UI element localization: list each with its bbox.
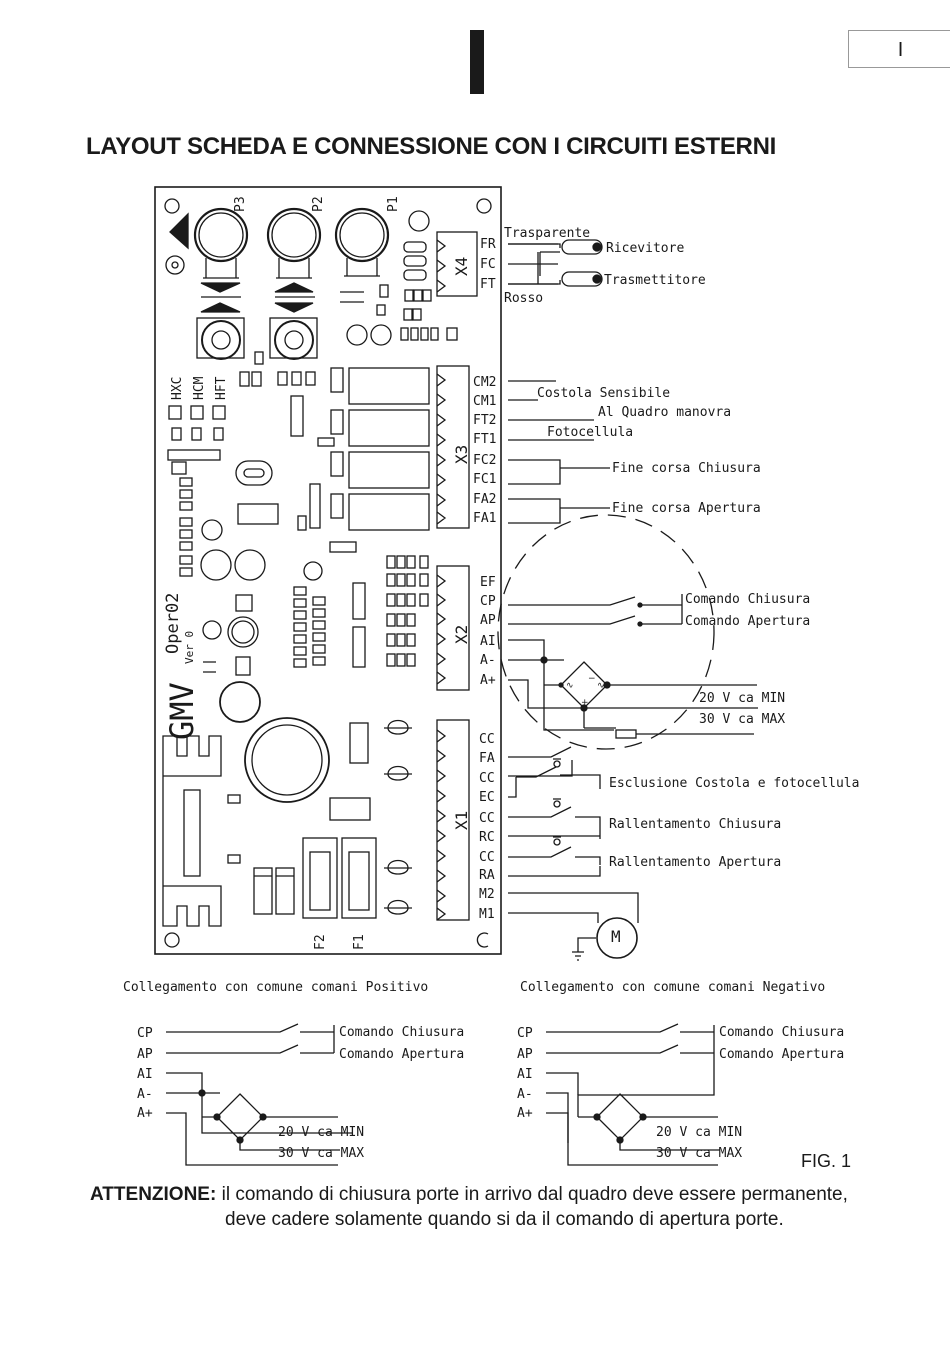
warning-line-1: il comando di chiusura porte in arrivo d… bbox=[221, 1184, 848, 1205]
bl-v-max: 30 V ca MAX bbox=[278, 1146, 364, 1161]
board-labels: P3 P2 P1 HXC HCM HFT Oper02 Ver 0 GMV F2… bbox=[163, 196, 496, 950]
br-term-ai: AI bbox=[517, 1067, 533, 1082]
label-costola: Costola Sensibile bbox=[537, 386, 670, 401]
label-fc-apertura: Fine corsa Apertura bbox=[612, 501, 761, 516]
label-rall-apertura: Rallentamento Apertura bbox=[609, 855, 781, 870]
bl-term-aminus: A- bbox=[137, 1087, 153, 1102]
connector-label-x2: X2 bbox=[452, 625, 471, 644]
term-x2-1: CP bbox=[480, 594, 496, 609]
label-trasmettitore: Trasmettitore bbox=[604, 273, 706, 288]
term-x2-4: A- bbox=[480, 653, 496, 668]
bl-term-ap: AP bbox=[137, 1047, 153, 1062]
diagram-negative-common bbox=[546, 1023, 720, 1166]
warning-label: ATTENZIONE: bbox=[90, 1184, 217, 1205]
term-x1-3: EC bbox=[479, 790, 495, 805]
svg-text:∿: ∿ bbox=[566, 681, 574, 691]
svg-text:−: − bbox=[588, 674, 596, 684]
term-x1-2: CC bbox=[479, 771, 495, 786]
svg-text:+: + bbox=[581, 698, 589, 708]
br-term-aminus: A- bbox=[517, 1087, 533, 1102]
diagram-positive-common bbox=[166, 1023, 352, 1166]
term-x3-2: FT2 bbox=[473, 413, 496, 428]
term-x3-0: CM2 bbox=[473, 375, 496, 390]
page-title: LAYOUT SCHEDA E CONNESSIONE CON I CIRCUI… bbox=[86, 133, 776, 160]
external-labels: Trasparente Rosso Ricevitore Trasmettito… bbox=[504, 226, 859, 946]
fuse-label-f1: F1 bbox=[352, 934, 367, 950]
bl-cmd-apertura: Comando Apertura bbox=[339, 1047, 464, 1062]
caption-negative: Collegamento con comune comani Negativo bbox=[520, 980, 825, 995]
bl-cmd-chiusura: Comando Chiusura bbox=[339, 1025, 464, 1040]
pot-label-p1: P1 bbox=[386, 196, 401, 212]
label-cmd-chiusura: Comando Chiusura bbox=[685, 592, 810, 607]
label-trasparente: Trasparente bbox=[504, 226, 590, 241]
term-x2-2: AP bbox=[480, 613, 496, 628]
figure-label: FIG. 1 bbox=[801, 1151, 852, 1171]
board-version: Ver 0 bbox=[183, 631, 196, 664]
label-fotocellula: Fotocellula bbox=[547, 425, 633, 440]
board-model: Oper02 bbox=[163, 593, 183, 654]
bl-term-aplus: A+ bbox=[137, 1106, 153, 1121]
term-x1-1: FA bbox=[479, 751, 495, 766]
br-cmd-chiusura: Comando Chiusura bbox=[719, 1025, 844, 1040]
circuit-board bbox=[154, 186, 502, 955]
label-quadro: Al Quadro manovra bbox=[598, 405, 731, 420]
term-x1-6: CC bbox=[479, 850, 495, 865]
term-x1-8: M2 bbox=[479, 887, 495, 902]
term-x2-0: EF bbox=[480, 575, 496, 590]
pot-label-p3: P3 bbox=[233, 196, 248, 212]
label-rosso: Rosso bbox=[504, 291, 543, 306]
br-term-cp: CP bbox=[517, 1026, 533, 1041]
led-label-hcm: HCM bbox=[192, 376, 207, 400]
connector-label-x4: X4 bbox=[452, 257, 471, 276]
caption-positive: Collegamento con comune comani Positivo bbox=[123, 980, 428, 995]
label-motor: M bbox=[611, 927, 621, 946]
term-x4-1: FC bbox=[480, 257, 496, 272]
connector-label-x1: X1 bbox=[452, 811, 471, 830]
section-letter-bar bbox=[470, 30, 484, 94]
term-x1-9: M1 bbox=[479, 907, 495, 922]
label-cmd-apertura: Comando Apertura bbox=[685, 614, 810, 629]
term-x1-7: RA bbox=[479, 868, 495, 883]
label-v-min: 20 V ca MIN bbox=[699, 691, 785, 706]
warning-note: ATTENZIONE: il comando di chiusura porte… bbox=[90, 1182, 890, 1232]
term-x1-0: CC bbox=[479, 732, 495, 747]
label-fc-chiusura: Fine corsa Chiusura bbox=[612, 461, 761, 476]
board-brand: GMV bbox=[163, 682, 201, 740]
term-x3-4: FC2 bbox=[473, 453, 496, 468]
br-v-max: 30 V ca MAX bbox=[656, 1146, 742, 1161]
bl-term-cp: CP bbox=[137, 1026, 153, 1041]
led-label-hft: HFT bbox=[214, 376, 229, 400]
label-ricevitore: Ricevitore bbox=[606, 241, 684, 256]
language-tab[interactable]: I bbox=[848, 30, 950, 68]
connector-label-x3: X3 bbox=[452, 445, 471, 464]
term-x4-2: FT bbox=[480, 277, 496, 292]
label-rall-chiusura: Rallentamento Chiusura bbox=[609, 817, 781, 832]
term-x1-5: RC bbox=[479, 830, 495, 845]
bl-term-ai: AI bbox=[137, 1067, 153, 1082]
term-x2-5: A+ bbox=[480, 673, 496, 688]
fuse-label-f2: F2 bbox=[313, 934, 328, 950]
br-term-ap: AP bbox=[517, 1047, 533, 1062]
term-x1-4: CC bbox=[479, 811, 495, 826]
br-v-min: 20 V ca MIN bbox=[656, 1125, 742, 1140]
term-x3-1: CM1 bbox=[473, 394, 496, 409]
term-x4-0: FR bbox=[480, 237, 496, 252]
svg-text:∿: ∿ bbox=[597, 681, 605, 691]
warning-line-2: deve cadere solamente quando si da il co… bbox=[225, 1209, 784, 1230]
led-label-hxc: HXC bbox=[170, 377, 185, 400]
term-x3-6: FA2 bbox=[473, 492, 496, 507]
term-x3-7: FA1 bbox=[473, 511, 496, 526]
term-x3-3: FT1 bbox=[473, 432, 496, 447]
label-esclusione: Esclusione Costola e fotocellula bbox=[609, 776, 859, 791]
external-wiring bbox=[497, 239, 758, 961]
pot-label-p2: P2 bbox=[311, 196, 326, 212]
label-v-max: 30 V ca MAX bbox=[699, 712, 785, 727]
br-term-aplus: A+ bbox=[517, 1106, 533, 1121]
term-x2-3: AI bbox=[480, 634, 496, 649]
br-cmd-apertura: Comando Apertura bbox=[719, 1047, 844, 1062]
bl-v-min: 20 V ca MIN bbox=[278, 1125, 364, 1140]
term-x3-5: FC1 bbox=[473, 472, 496, 487]
